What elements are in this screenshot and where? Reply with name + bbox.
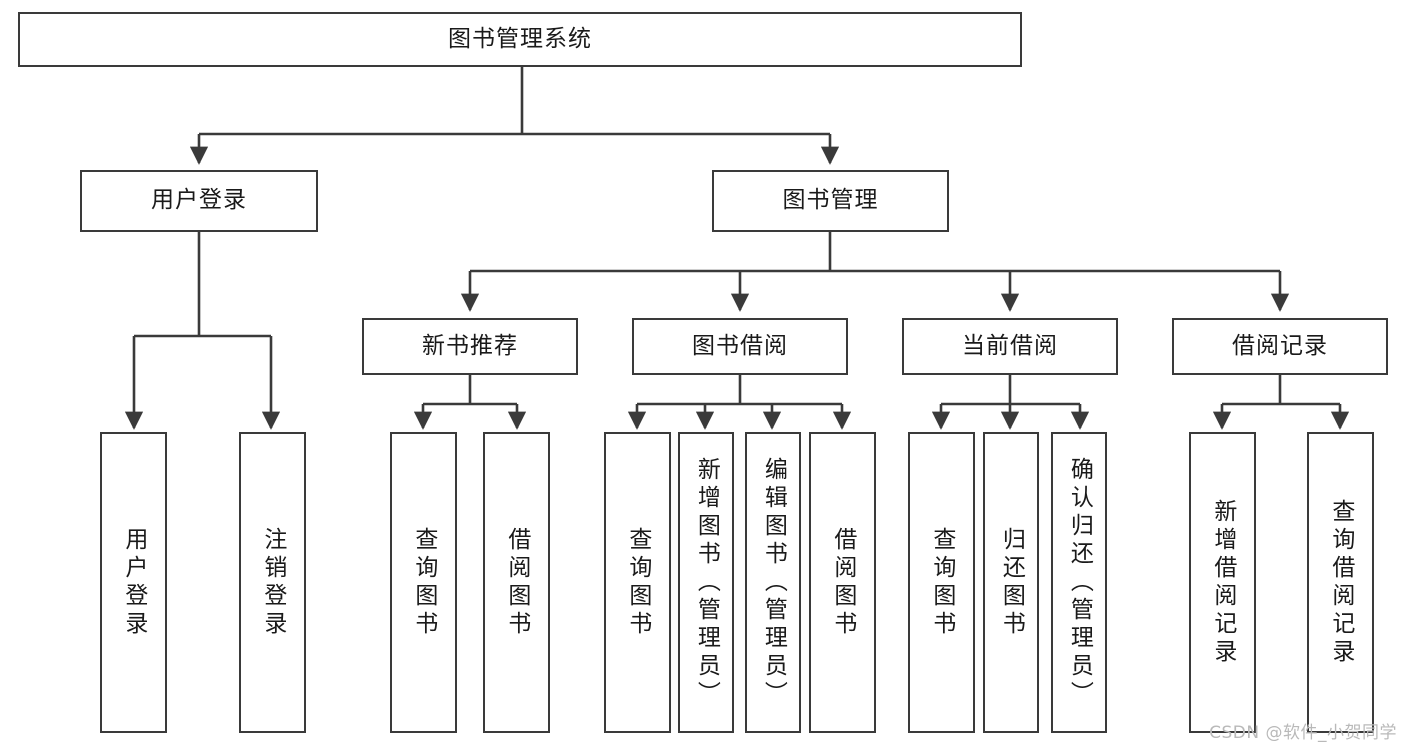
leaf-add-book[interactable]: 新增图书（管理员）	[678, 432, 734, 733]
leaf-user-logout[interactable]: 注销登录	[239, 432, 306, 733]
leaf-confirm-return[interactable]: 确认归还（管理员）	[1051, 432, 1107, 733]
leaf-query-book-1[interactable]: 查询图书	[390, 432, 457, 733]
leaf-label: 查询借阅记录	[1327, 498, 1354, 667]
leaf-label: 查询图书	[928, 526, 955, 639]
leaf-label: 借阅图书	[503, 526, 530, 639]
node-book-manage[interactable]: 图书管理	[712, 170, 949, 232]
leaf-borrow-book-1[interactable]: 借阅图书	[483, 432, 550, 733]
node-new-book-recommend[interactable]: 新书推荐	[362, 318, 578, 375]
leaf-return-book[interactable]: 归还图书	[983, 432, 1039, 733]
node-current-borrow[interactable]: 当前借阅	[902, 318, 1118, 375]
csdn-watermark: CSDN @软件_小贺同学	[1209, 723, 1397, 743]
leaf-label: 用户登录	[120, 526, 147, 639]
leaf-label: 新增借阅记录	[1209, 498, 1236, 667]
leaf-label: 查询图书	[624, 526, 651, 639]
leaf-label: 编辑图书（管理员）	[760, 456, 787, 709]
leaf-label: 归还图书	[998, 526, 1025, 639]
leaf-query-book-2[interactable]: 查询图书	[604, 432, 671, 733]
leaf-edit-book[interactable]: 编辑图书（管理员）	[745, 432, 801, 733]
node-root[interactable]: 图书管理系统	[18, 12, 1022, 67]
leaf-label: 借阅图书	[829, 526, 856, 639]
node-user-login[interactable]: 用户登录	[80, 170, 318, 232]
leaf-label: 查询图书	[410, 526, 437, 639]
leaf-add-record[interactable]: 新增借阅记录	[1189, 432, 1256, 733]
node-book-borrow[interactable]: 图书借阅	[632, 318, 848, 375]
leaf-label: 确认归还（管理员）	[1066, 456, 1093, 709]
leaf-label: 注销登录	[259, 526, 286, 639]
node-borrow-record[interactable]: 借阅记录	[1172, 318, 1388, 375]
leaf-user-login[interactable]: 用户登录	[100, 432, 167, 733]
leaf-query-book-3[interactable]: 查询图书	[908, 432, 975, 733]
leaf-borrow-book-2[interactable]: 借阅图书	[809, 432, 876, 733]
leaf-query-record[interactable]: 查询借阅记录	[1307, 432, 1374, 733]
leaf-label: 新增图书（管理员）	[693, 456, 720, 709]
